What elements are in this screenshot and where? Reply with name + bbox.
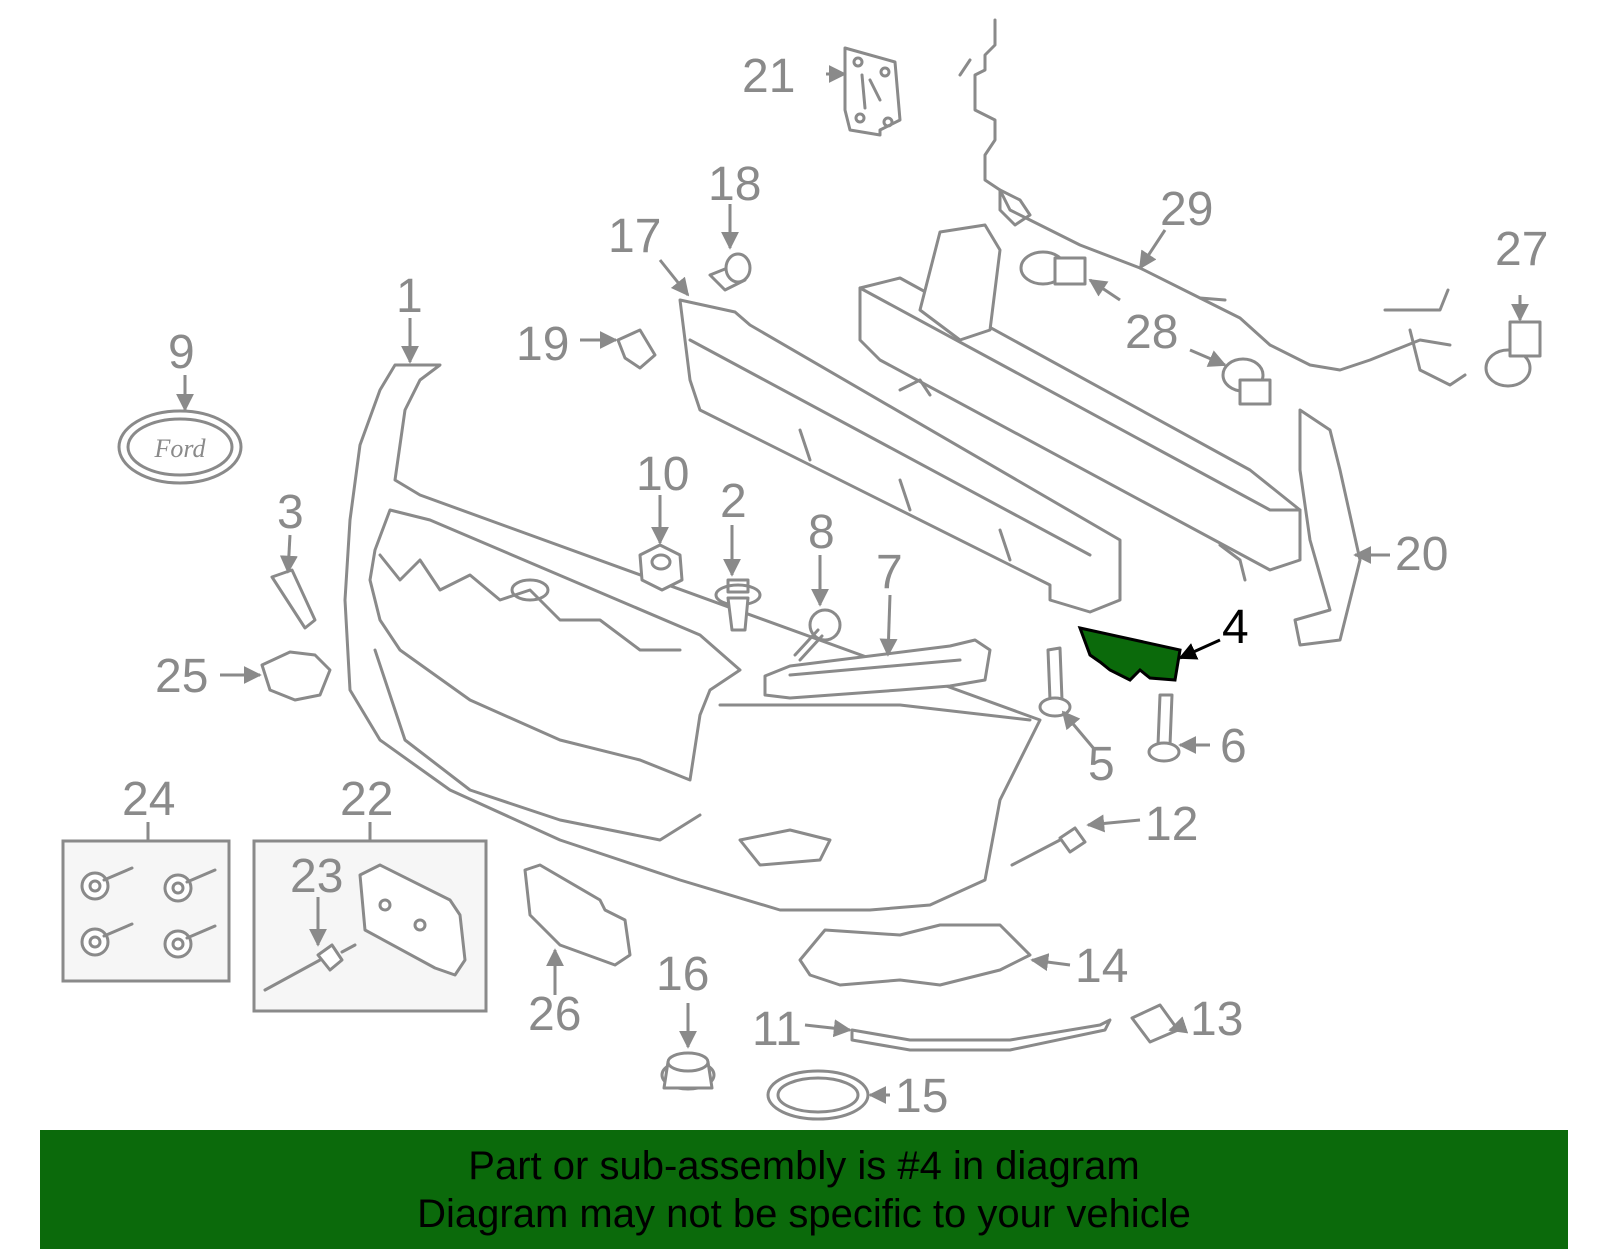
callout-18[interactable]: 18	[708, 158, 761, 211]
callout-27[interactable]: 27	[1495, 223, 1548, 276]
part-16-grommet[interactable]	[660, 1051, 716, 1091]
part-6-bolt[interactable]	[1147, 693, 1181, 763]
part-14-deflector[interactable]	[798, 923, 1032, 987]
callout-16[interactable]: 16	[656, 948, 709, 1001]
part-15-bezel[interactable]	[766, 1069, 870, 1121]
screw	[80, 866, 134, 901]
part-26-bracket[interactable]	[523, 863, 632, 967]
callout-labels: 21 18 17 19 29 28 27 20 9 1 3 25 10 2 8 …	[122, 50, 1548, 1123]
callout-22[interactable]: 22	[340, 773, 393, 826]
part-17-absorber[interactable]	[678, 298, 1122, 614]
info-banner: Part or sub-assembly is #4 in diagram Di…	[40, 1130, 1568, 1249]
callout-28[interactable]: 28	[1125, 306, 1178, 359]
screw	[163, 868, 217, 903]
callout-7[interactable]: 7	[876, 546, 903, 599]
part-10-nut[interactable]	[638, 543, 684, 592]
part-2-push-pin[interactable]	[714, 578, 762, 632]
callout-20[interactable]: 20	[1395, 528, 1448, 581]
banner-line-1: Part or sub-assembly is #4 in diagram	[468, 1144, 1140, 1188]
part-28-sensor[interactable]	[1019, 250, 1272, 406]
part-25-connector[interactable]	[260, 650, 332, 702]
callout-19[interactable]: 19	[516, 318, 569, 371]
part-18-pin[interactable]	[708, 252, 752, 292]
part-20-reinforcement[interactable]	[858, 223, 1362, 647]
leader-lines	[146, 65, 1529, 1104]
callout-17[interactable]: 17	[608, 210, 661, 263]
callout-23[interactable]: 23	[290, 850, 343, 903]
part-13-clip[interactable]	[1130, 1003, 1180, 1044]
part-5-bolt[interactable]	[1038, 646, 1072, 718]
part-9-emblem[interactable]: Ford	[117, 409, 243, 485]
callout-6[interactable]: 6	[1220, 720, 1247, 773]
callout-13[interactable]: 13	[1190, 993, 1243, 1046]
callout-5[interactable]: 5	[1088, 738, 1115, 791]
screw	[163, 924, 217, 959]
callout-2[interactable]: 2	[720, 475, 747, 528]
callout-1[interactable]: 1	[396, 270, 423, 323]
screw	[80, 922, 134, 957]
part-19-clip[interactable]	[616, 328, 657, 370]
callout-9[interactable]: 9	[168, 326, 195, 379]
part-29-wiring-harness[interactable]	[958, 18, 1467, 387]
part-27-sensor[interactable]	[1484, 320, 1542, 388]
callout-8[interactable]: 8	[808, 506, 835, 559]
callout-12[interactable]: 12	[1145, 798, 1198, 851]
callout-26[interactable]: 26	[528, 988, 581, 1041]
part-8-bolt[interactable]	[793, 608, 842, 662]
callout-11[interactable]: 11	[752, 1003, 802, 1056]
part-21-bracket[interactable]	[843, 46, 902, 137]
callout-24[interactable]: 24	[122, 773, 175, 826]
callout-10[interactable]: 10	[636, 448, 689, 501]
kit-24-screw-kit[interactable]	[61, 839, 231, 983]
callout-4[interactable]: 4	[1222, 601, 1249, 654]
emblem-text: Ford	[153, 434, 206, 463]
part-4-highlighted-bracket[interactable]	[1077, 625, 1182, 682]
callout-25[interactable]: 25	[155, 650, 208, 703]
callout-15[interactable]: 15	[895, 1070, 948, 1123]
part-1-bumper-cover[interactable]	[343, 363, 1042, 912]
callout-3[interactable]: 3	[277, 486, 304, 539]
part-12-rivet[interactable]	[1010, 826, 1087, 867]
kit-22-license-bracket-kit[interactable]	[252, 839, 488, 1013]
part-3-reflector[interactable]	[270, 568, 317, 630]
callout-14[interactable]: 14	[1075, 940, 1128, 993]
part-11-molding-strip[interactable]	[850, 1018, 1112, 1052]
callout-29[interactable]: 29	[1160, 183, 1213, 236]
banner-line-2: Diagram may not be specific to your vehi…	[417, 1192, 1191, 1236]
callout-21[interactable]: 21	[742, 50, 795, 103]
